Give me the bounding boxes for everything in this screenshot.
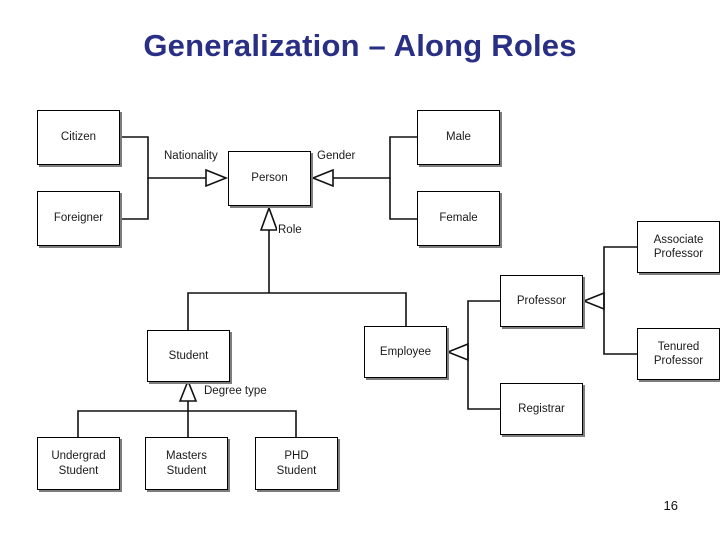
entity-male[interactable]: Male	[417, 110, 500, 165]
edge-professor-trunk	[467, 300, 500, 352]
entity-label: Female	[439, 212, 478, 225]
entity-label: Person	[251, 172, 288, 185]
entity-registrar[interactable]: Registrar	[500, 383, 583, 435]
entity-professor[interactable]: Professor	[500, 275, 583, 327]
edge-label-nationality: Nationality	[163, 150, 219, 162]
edge-label-role: Role	[277, 224, 303, 236]
entity-label: Registrar	[518, 402, 565, 415]
edge-label-gender: Gender	[316, 150, 357, 162]
edge-degree-branch-left	[77, 410, 297, 437]
arrowhead-professor	[581, 291, 605, 311]
entity-label: Citizen	[60, 131, 97, 144]
arrowhead-gender	[310, 168, 334, 188]
entity-employee[interactable]: Employee	[364, 326, 447, 378]
entity-label: Employee	[379, 345, 432, 358]
entity-label: Male	[446, 131, 471, 144]
arrowhead-degree-type	[178, 378, 198, 402]
arrowhead-nationality	[205, 168, 229, 188]
entity-person[interactable]: Person	[228, 151, 311, 206]
edge-registrar-trunk	[467, 352, 500, 410]
edge-associate-trunk	[603, 246, 637, 301]
edge-tenured-trunk	[603, 301, 637, 355]
page-number: 16	[663, 498, 678, 513]
entity-student[interactable]: Student	[147, 330, 230, 382]
entity-label: Student	[168, 349, 209, 362]
edge-label-degree-type: Degree type	[203, 385, 268, 397]
edge-role-branch	[187, 292, 407, 330]
entity-label: Professor	[516, 294, 567, 307]
entity-citizen[interactable]: Citizen	[37, 110, 120, 165]
edge-female-trunk	[389, 178, 417, 220]
entity-foreigner[interactable]: Foreigner	[37, 191, 120, 246]
page-title: Generalization – Along Roles	[143, 28, 577, 63]
arrowhead-role	[259, 205, 279, 231]
entity-female[interactable]: Female	[417, 191, 500, 246]
edge-foreigner-trunk	[120, 178, 149, 220]
arrowhead-employee	[445, 342, 469, 362]
entity-label: Foreigner	[53, 212, 104, 225]
